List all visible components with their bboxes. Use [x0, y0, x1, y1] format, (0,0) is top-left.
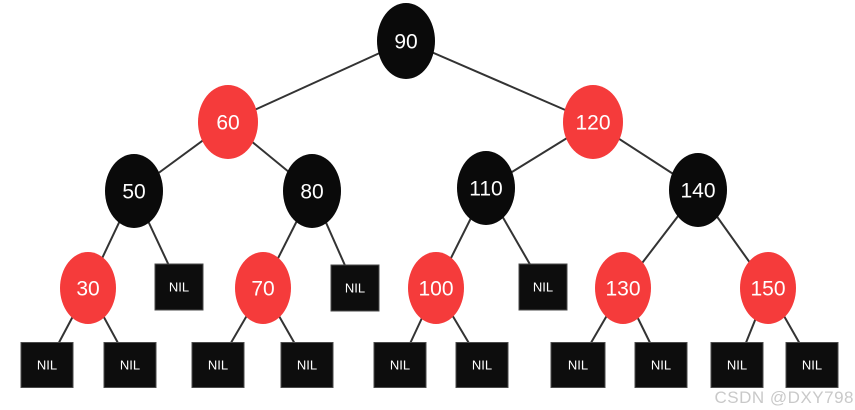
tree-node-90: 90 — [377, 3, 435, 79]
nil-box — [634, 342, 688, 388]
node-label: 140 — [680, 179, 715, 202]
node-label: 50 — [122, 180, 145, 203]
red-node-ellipse — [235, 252, 291, 324]
nil-box — [154, 263, 204, 311]
nil-leaf-node: NIL — [710, 342, 764, 388]
tree-node-120: 120 — [563, 85, 623, 159]
nil-box — [330, 264, 380, 312]
black-node-ellipse — [457, 151, 515, 225]
black-node-ellipse — [105, 154, 163, 228]
node-label: NIL — [727, 358, 747, 373]
nil-box — [191, 342, 245, 388]
node-label: 120 — [575, 111, 610, 134]
black-node-ellipse — [283, 154, 341, 228]
tree-node-150: 150 — [740, 252, 796, 324]
node-label: 100 — [418, 277, 453, 300]
node-label: 90 — [394, 30, 417, 53]
nil-box — [710, 342, 764, 388]
red-node-ellipse — [740, 252, 796, 324]
nil-leaf-node: NIL — [373, 342, 427, 388]
red-node-ellipse — [563, 85, 623, 159]
node-label: NIL — [390, 358, 410, 373]
nil-leaf-node: NIL — [20, 342, 74, 388]
node-label: NIL — [297, 358, 317, 373]
nil-box — [785, 342, 839, 388]
node-label: NIL — [533, 280, 553, 295]
nil-leaf-node: NIL — [785, 342, 839, 388]
node-label: NIL — [208, 358, 228, 373]
node-label: NIL — [472, 358, 492, 373]
node-label: NIL — [802, 358, 822, 373]
node-label: NIL — [345, 281, 365, 296]
tree-node-60: 60 — [198, 85, 258, 159]
nil-leaf-node: NIL — [191, 342, 245, 388]
csdn-watermark: CSDN @DXY798 — [714, 388, 854, 407]
tree-edge — [405, 40, 594, 123]
tree-node-80: 80 — [283, 154, 341, 228]
node-label: NIL — [651, 358, 671, 373]
nil-box — [103, 342, 157, 388]
tree-node-100: 100 — [408, 252, 464, 324]
node-label: 110 — [469, 177, 502, 200]
black-node-ellipse — [377, 3, 435, 79]
node-label: 70 — [251, 277, 274, 300]
nil-leaf-node: NIL — [518, 263, 568, 311]
node-label: 30 — [76, 277, 99, 300]
node-label: NIL — [120, 358, 140, 373]
nil-box — [550, 342, 606, 388]
nil-leaf-node: NIL — [634, 342, 688, 388]
node-label: NIL — [37, 358, 57, 373]
node-label: NIL — [169, 280, 189, 295]
nil-leaf-node: NIL — [330, 264, 380, 312]
nil-box — [455, 342, 509, 388]
nil-box — [280, 342, 334, 388]
tree-node-140: 140 — [669, 153, 727, 227]
nil-leaf-node: NIL — [455, 342, 509, 388]
node-label: NIL — [568, 358, 588, 373]
red-node-ellipse — [60, 252, 116, 324]
tree-node-30: 30 — [60, 252, 116, 324]
red-node-ellipse — [595, 252, 651, 324]
node-label: 60 — [216, 111, 239, 134]
red-node-ellipse — [198, 85, 258, 159]
tree-node-70: 70 — [235, 252, 291, 324]
nil-leaf-node: NIL — [550, 342, 606, 388]
node-label: 80 — [300, 180, 323, 203]
black-node-ellipse — [669, 153, 727, 227]
nil-box — [373, 342, 427, 388]
tree-node-110: 110 — [457, 151, 515, 225]
tree-node-130: 130 — [595, 252, 651, 324]
tree-node-50: 50 — [105, 154, 163, 228]
nil-leaf-node: NIL — [103, 342, 157, 388]
tree-edge — [227, 40, 407, 123]
nil-box — [518, 263, 568, 311]
node-label: 150 — [750, 277, 785, 300]
nil-box — [20, 342, 74, 388]
nil-leaf-node: NIL — [154, 263, 204, 311]
red-node-ellipse — [408, 252, 464, 324]
nil-leaf-node: NIL — [280, 342, 334, 388]
node-label: 130 — [605, 277, 640, 300]
